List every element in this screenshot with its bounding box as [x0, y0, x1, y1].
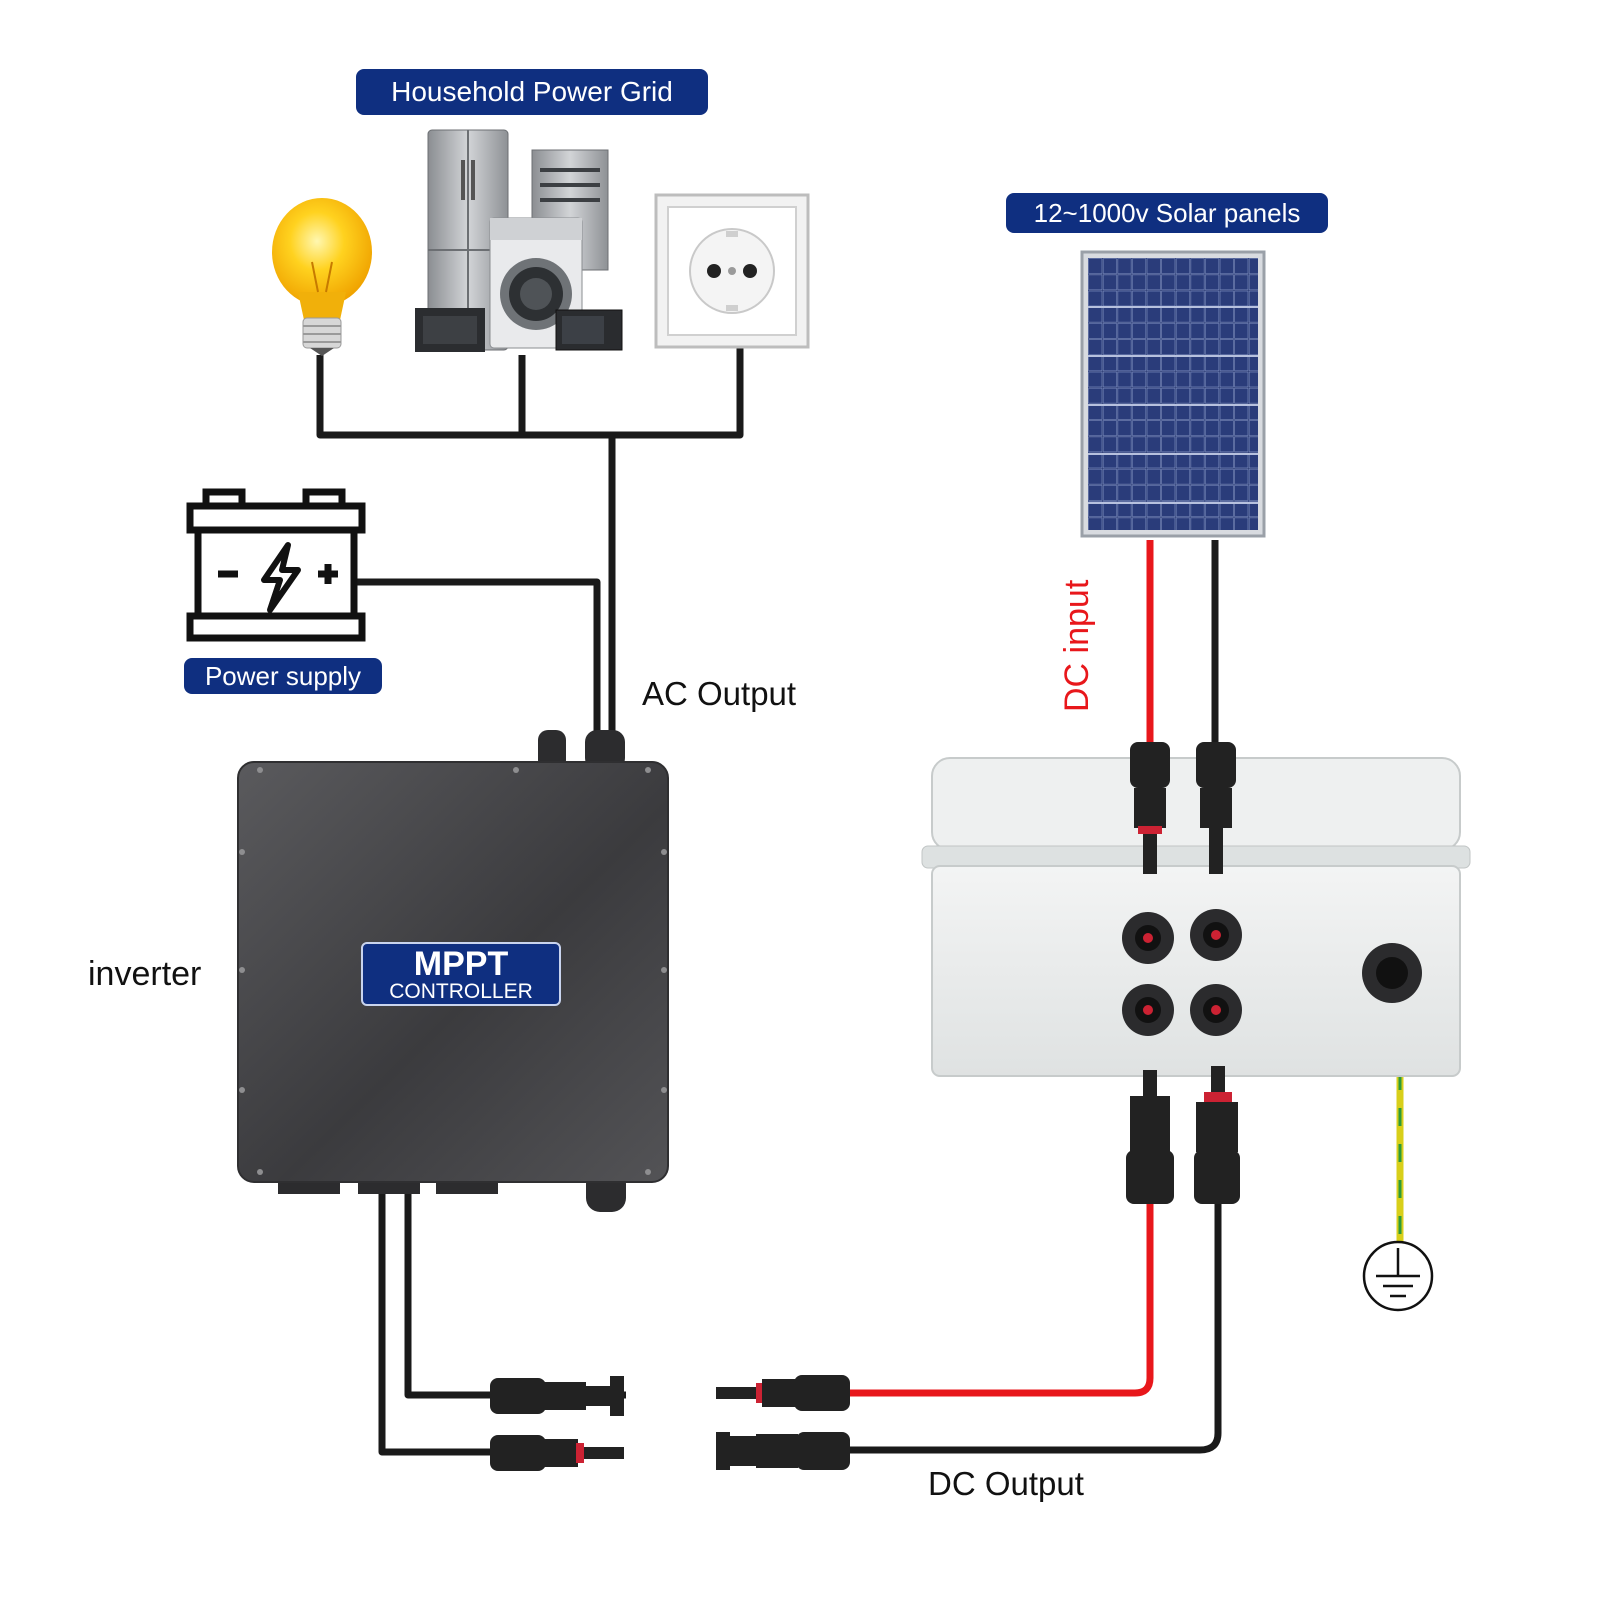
mc4-connectors-combiner-side — [716, 1375, 850, 1470]
mppt-title: MPPT — [413, 945, 509, 983]
mppt-controller-badge: MPPT CONTROLLER — [361, 942, 561, 1006]
power-supply-badge: Power supply — [184, 658, 382, 694]
dc-output-black-wire — [850, 1200, 1222, 1454]
ground-symbol-icon — [1362, 1240, 1434, 1312]
mc4-connectors-bottom — [1126, 1066, 1240, 1204]
solar-panels-label: 12~1000v Solar panels — [1033, 197, 1301, 228]
wall-socket-icon — [654, 193, 810, 349]
grid-bus-wire — [316, 348, 744, 439]
mc4-connectors-inverter-side — [490, 1376, 624, 1471]
inverter-dc-wire-1 — [404, 1190, 492, 1399]
battery-icon — [186, 488, 366, 642]
power-supply-label: Power supply — [204, 660, 362, 691]
home-appliances-icon — [415, 129, 623, 352]
combiner-box — [921, 742, 1471, 1204]
dc-output-red-wire — [850, 1200, 1154, 1397]
light-bulb-icon — [272, 198, 372, 356]
ac-grid-wiring — [316, 348, 744, 735]
inverter-label: inverter — [88, 955, 202, 993]
dc-output-label: DC Output — [928, 1465, 1084, 1502]
mppt-subtitle: CONTROLLER — [389, 980, 533, 1003]
dc-input-ports — [1122, 909, 1242, 1036]
inverter-dc-wire-2 — [378, 1190, 492, 1456]
household-grid-label: Household Power Grid — [391, 76, 673, 107]
ground-gland — [1362, 943, 1422, 1003]
battery-wire — [352, 578, 601, 735]
mc4-connectors-top — [1130, 742, 1236, 874]
dc-input-label: DC input — [1058, 579, 1096, 712]
household-grid-badge: Household Power Grid — [356, 69, 708, 115]
solar-panel-icon — [1080, 250, 1266, 538]
solar-panels-badge: 12~1000v Solar panels — [1006, 193, 1328, 233]
ac-output-label: AC Output — [642, 675, 797, 712]
